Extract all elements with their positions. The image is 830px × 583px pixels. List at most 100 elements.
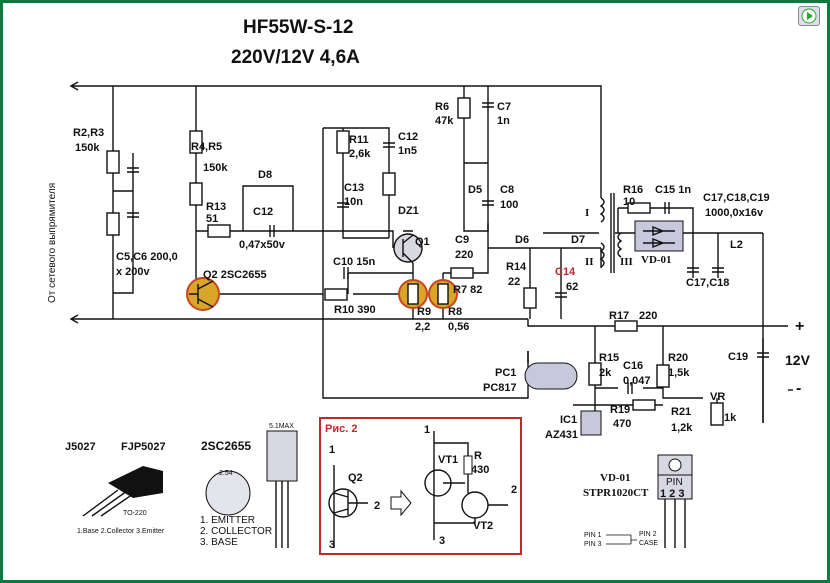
packages-to220-pins-label: 1.Base 2.Collector 3.Emitter	[77, 528, 165, 535]
figure-2: Рис. 2 1 Q2 2 3 1 VT1 R 430 2 VT2 3	[319, 417, 522, 555]
labels-r17-val-label: 220	[639, 310, 657, 322]
packages-pin2-lbl-label: PIN 2	[639, 531, 657, 538]
labels-r7-label: R7 82	[453, 284, 482, 296]
labels-r17-label: R17	[609, 310, 629, 322]
labels-d8-label: D8	[258, 169, 272, 181]
resistor-r11	[336, 130, 350, 154]
play-icon	[801, 8, 817, 24]
labels-r11-val-label: 2,6k	[349, 148, 371, 160]
packages-pitch-label: 2.54	[219, 470, 233, 477]
labels-c8-val-label: 100	[500, 199, 518, 211]
resistor-r8	[437, 283, 449, 305]
winding-2-label: II	[585, 256, 594, 268]
fig2-vt1-label: VT1	[438, 454, 458, 466]
resistor-r-dz	[382, 172, 396, 196]
play-button[interactable]	[798, 6, 820, 26]
resistor-vr	[710, 402, 724, 426]
transistor-q2	[189, 280, 214, 308]
resistor-r16	[627, 202, 651, 214]
winding-3-label: III	[620, 256, 633, 268]
labels-r13-val-label: 51	[206, 213, 218, 225]
labels-r2r3-label: R2,R3	[73, 127, 104, 139]
labels-c5c6-label: C5,C6 200,0	[116, 251, 178, 263]
vd01-module	[634, 220, 684, 252]
labels-r8-val-label: 0,56	[448, 321, 469, 333]
labels-r15-label: R15	[599, 352, 619, 364]
labels-r8-label: R8	[448, 306, 462, 318]
resistor-r9	[407, 283, 419, 305]
labels-r6-label: R6	[435, 101, 449, 113]
labels-c12b-label: C12	[398, 131, 418, 143]
transformer: I II III	[585, 193, 633, 273]
labels-c7-val-label: 1n	[497, 115, 510, 127]
winding-1-label: I	[585, 207, 589, 219]
labels-c16-label: C16	[623, 360, 643, 372]
resistor-r20	[656, 364, 670, 388]
packages-fjp5027-label: FJP5027	[121, 441, 166, 453]
labels-pc1-label: PC1	[495, 367, 516, 379]
labels-r20-label: R20	[668, 352, 688, 364]
labels-r19-label: R19	[610, 404, 630, 416]
labels-r21-val-label: 1,2k	[671, 422, 693, 434]
labels-c12a-val-label: 0,47x50v	[239, 239, 286, 251]
labels-r13-label: R13	[206, 201, 226, 213]
labels-out-v-label: 12V	[785, 352, 811, 368]
packages-sc2655-label: 2SC2655	[201, 439, 251, 453]
component-labels: R2,R3 150k C5,C6 200,0 x 200v R4,R5 150k…	[73, 101, 811, 441]
packages-pin1-label: 1. EMITTER	[200, 515, 255, 526]
labels-l2-label: L2	[730, 239, 743, 251]
labels-d5-label: D5	[468, 184, 482, 196]
packages-pin1-lbl-label: PIN 1	[584, 532, 602, 539]
resistor-r17	[614, 320, 638, 332]
labels-ic1-val-label: AZ431	[545, 429, 578, 441]
labels-c12b-val-label: 1n5	[398, 145, 417, 157]
labels-c5c6-val-label: x 200v	[116, 266, 151, 278]
labels-pc1-val-label: PC817	[483, 382, 517, 394]
labels-c17-19-label: C17,C18,C19	[703, 192, 770, 204]
title-line1: HF55W-S-12	[243, 17, 353, 38]
labels-r16-val-label: 10	[623, 196, 635, 208]
labels-c8-label: C8	[500, 184, 514, 196]
fig2-m2-label: 2	[511, 484, 517, 496]
packages-stpr-label: STPR1020CT	[583, 487, 649, 499]
packages-case-lbl-label: CASE	[639, 540, 658, 547]
resistor-r13	[207, 224, 231, 238]
labels-c12a-label: C12	[253, 206, 273, 218]
labels-r10-label: R10 390	[334, 304, 376, 316]
resistor-r3	[106, 212, 120, 236]
labels-c9-label: C9	[455, 234, 469, 246]
labels-c9-val-label: 220	[455, 249, 473, 261]
input-label: От сетевого выпрямителя	[47, 183, 58, 303]
resistor-r5	[189, 182, 203, 206]
resistor-r2	[106, 150, 120, 174]
labels-c14-val-label: 62	[566, 281, 578, 293]
resistors	[106, 97, 724, 426]
labels-d6-label: D6	[515, 234, 529, 246]
packages-pin3-label: 3. BASE	[200, 537, 238, 548]
labels-vr-label: VR	[710, 391, 725, 403]
resistor-r15	[588, 362, 602, 386]
resistor-r7	[450, 267, 474, 279]
resistor-r14	[523, 287, 537, 309]
title-line2: 220V/12V 4,6A	[231, 47, 360, 68]
labels-r11-label: R11	[349, 134, 369, 146]
labels-q2-label: Q2 2SC2655	[203, 269, 267, 281]
packages-to220-label: TO-220	[123, 510, 147, 517]
packages-pin3-lbl-label: PIN 3	[584, 541, 602, 548]
labels-c10-label: C10 15n	[333, 256, 375, 268]
labels-c19-label: C19	[728, 351, 748, 363]
labels-c17-19-val-label: 1000,0x16v	[705, 207, 764, 219]
labels-r4r5-label: R4,R5	[191, 141, 222, 153]
fig2-n3-label: 3	[329, 539, 335, 551]
fig2-r-label: R	[474, 450, 482, 462]
fig2-r-val-label: 430	[471, 464, 489, 476]
circuit-diagram: HF55W-S-12 220V/12V 4,6A От сетевого вып…	[47, 17, 811, 555]
labels-r14-val-label: 22	[508, 276, 520, 288]
ic1-az431	[580, 410, 602, 436]
labels-vd01-label: VD-01	[641, 254, 672, 266]
labels-q1-label: Q1	[415, 236, 430, 248]
resistor-r10	[324, 288, 348, 301]
labels-r20-val-label: 1,5k	[668, 367, 690, 379]
fig2-vt2-label: VT2	[473, 520, 493, 532]
